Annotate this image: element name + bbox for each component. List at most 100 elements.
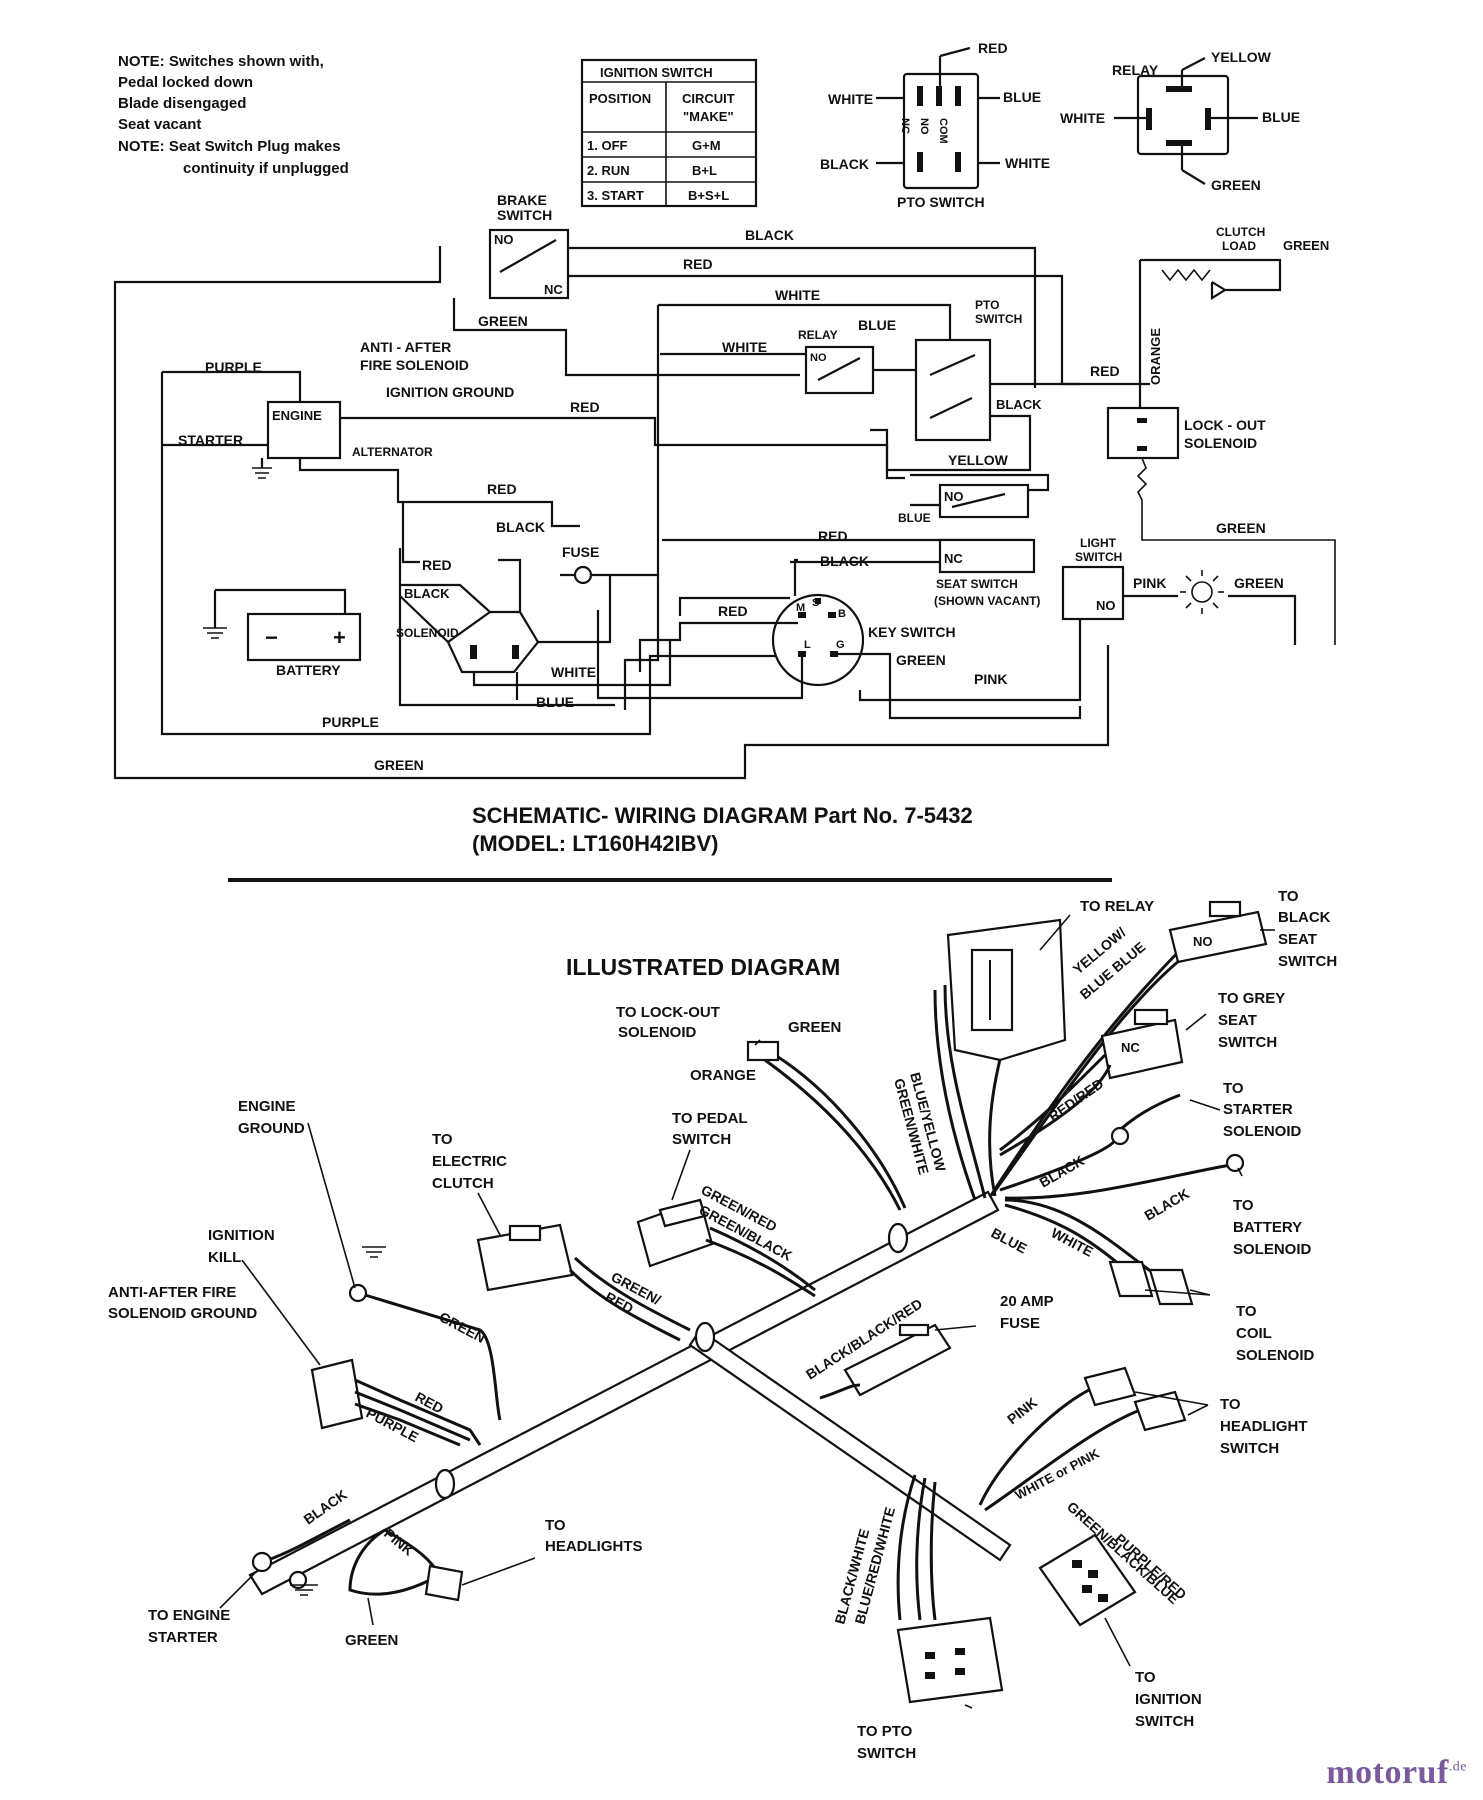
callout-label: SOLENOID: [1236, 1347, 1315, 1364]
wire-label: WHITE: [551, 664, 596, 680]
pedal-switch-connector: [636, 1198, 714, 1268]
electric-clutch-connector: [476, 1223, 574, 1292]
illustrated-heading: ILLUSTRATED DIAGRAM: [566, 954, 840, 980]
component-label: SWITCH: [497, 207, 552, 223]
ignition-switch-table: IGNITION SWITCH POSITION CIRCUIT "MAKE" …: [580, 58, 758, 208]
component-label: CLUTCH: [1216, 225, 1265, 239]
wire-label: BLACK: [820, 156, 869, 172]
callout-label: SWITCH: [1135, 1713, 1194, 1730]
grey-seat-switch-connector: [1100, 1008, 1184, 1080]
component-caption: PTO SWITCH: [897, 194, 985, 210]
wire-label: YELLOW: [1211, 49, 1272, 65]
callout-label: BATTERY: [1233, 1219, 1302, 1236]
ground-icon: [290, 1246, 386, 1596]
callout-label: 20 AMP: [1000, 1293, 1054, 1310]
starter-solenoid-schematic: [446, 610, 540, 674]
wire-label: BLACK: [301, 1486, 350, 1527]
callout-label: SWITCH: [1218, 1034, 1277, 1051]
wire-label: GREEN: [1216, 520, 1266, 536]
relay-schematic: [804, 345, 875, 395]
callout-label: ELECTRIC: [432, 1153, 507, 1170]
terminal-label: NC: [944, 551, 963, 566]
callout-label: TO: [1223, 1080, 1244, 1097]
callout-label: STARTER: [1223, 1101, 1293, 1118]
component-label: BATTERY: [276, 662, 341, 678]
wire-label: GREEN: [437, 1309, 488, 1347]
fuse-symbol: [573, 565, 593, 585]
callout-label: TO RELAY: [1080, 898, 1154, 915]
wire-label: PURPLE: [322, 714, 379, 730]
terminal-label: NO: [810, 352, 827, 364]
table-header: "MAKE": [683, 109, 734, 124]
table-cell: B+S+L: [688, 188, 729, 203]
wire-label: BLUE: [858, 317, 896, 333]
callout-label: TO: [545, 1517, 566, 1534]
callout-label: SEAT: [1218, 1012, 1257, 1029]
relay-connector: [946, 918, 1067, 1062]
callout-label: SWITCH: [857, 1745, 916, 1762]
wire-label: WHITE: [1060, 110, 1105, 126]
watermark-text: motoruf: [1326, 1754, 1449, 1791]
wire-label: ORANGE: [690, 1067, 756, 1084]
callout-label: GROUND: [238, 1120, 305, 1137]
terminal-label: G: [836, 639, 845, 651]
callout-label: STARTER: [148, 1629, 218, 1646]
callout-label: SWITCH: [1220, 1440, 1279, 1457]
callout-label: HEADLIGHTS: [545, 1538, 643, 1555]
wire-label: YELLOW: [948, 452, 1009, 468]
callout-label: TO PEDAL: [672, 1110, 748, 1127]
black-seat-switch-connector: [1168, 900, 1268, 964]
callout-label: IGNITION: [208, 1227, 275, 1244]
yellow-no-switch: [938, 483, 1030, 519]
engine-block-schematic: [266, 400, 342, 460]
wire-label: GREEN: [1234, 575, 1284, 591]
wire-label: WHITE: [775, 287, 820, 303]
component-caption: RELAY: [1112, 62, 1159, 78]
component-label: LIGHT: [1080, 536, 1117, 550]
pto-switch-detail: RED WHITE BLUE BLACK WHITE NC NO COM PTO…: [820, 40, 1050, 210]
pto-switch-connector: [896, 1616, 1004, 1704]
callout-label: SOLENOID GROUND: [108, 1305, 257, 1322]
schematic-wires: [113, 228, 1336, 780]
terminal-label: NC: [1121, 1040, 1140, 1055]
seat-switch-schematic: [938, 538, 1036, 574]
note-line: Seat vacant: [118, 116, 201, 133]
wire-label: PURPLE: [205, 359, 262, 375]
wire-label: BLACK: [745, 227, 794, 243]
wire-label: WHITE: [722, 339, 767, 355]
wire-label: GREEN: [478, 313, 528, 329]
component-label: SOLENOID: [396, 626, 459, 640]
terminal-label: NO: [918, 118, 930, 135]
terminal-label: NC: [544, 282, 563, 297]
terminal-label: M: [796, 602, 805, 614]
component-label: RELAY: [798, 328, 838, 342]
harness-illustration: [248, 900, 1268, 1704]
component-label: PTO: [975, 298, 999, 312]
diagram-title: SCHEMATIC- WIRING DIAGRAM Part No. 7-543…: [228, 803, 1112, 882]
schematic-labels: BRAKE SWITCH NO NC BLACK RED WHITE GREEN…: [178, 192, 1329, 773]
wire-label: BLUE: [1262, 109, 1300, 125]
wire-label: GREEN: [1283, 238, 1329, 253]
terminal-label: NO: [1193, 934, 1213, 949]
component-label: FIRE SOLENOID: [360, 357, 469, 373]
callout-label: ENGINE: [238, 1098, 296, 1115]
callout-label: TO GREY: [1218, 990, 1285, 1007]
terminal-label: NO: [1096, 598, 1116, 613]
terminal-label: B: [838, 608, 846, 620]
table-cell: 1. OFF: [587, 138, 628, 153]
table-title: IGNITION SWITCH: [600, 65, 713, 80]
wire-label: WHITE: [1005, 155, 1050, 171]
title-line: (MODEL: LT160H42IBV): [472, 831, 719, 856]
terminal-label: L: [804, 639, 811, 651]
note-line: Blade disengaged: [118, 95, 246, 112]
key-switch-schematic: [771, 593, 865, 687]
table-header: POSITION: [589, 91, 651, 106]
callout-label: ANTI-AFTER FIRE: [108, 1284, 236, 1301]
wire-label: ALTERNATOR: [352, 445, 433, 459]
note-line: continuity if unplugged: [183, 160, 349, 177]
battery-terminal-label: −: [265, 625, 278, 650]
table-header: CIRCUIT: [682, 91, 735, 106]
table-cell: G+M: [692, 138, 721, 153]
wire-label: STARTER: [178, 432, 243, 448]
component-label: KEY SWITCH: [868, 624, 956, 640]
